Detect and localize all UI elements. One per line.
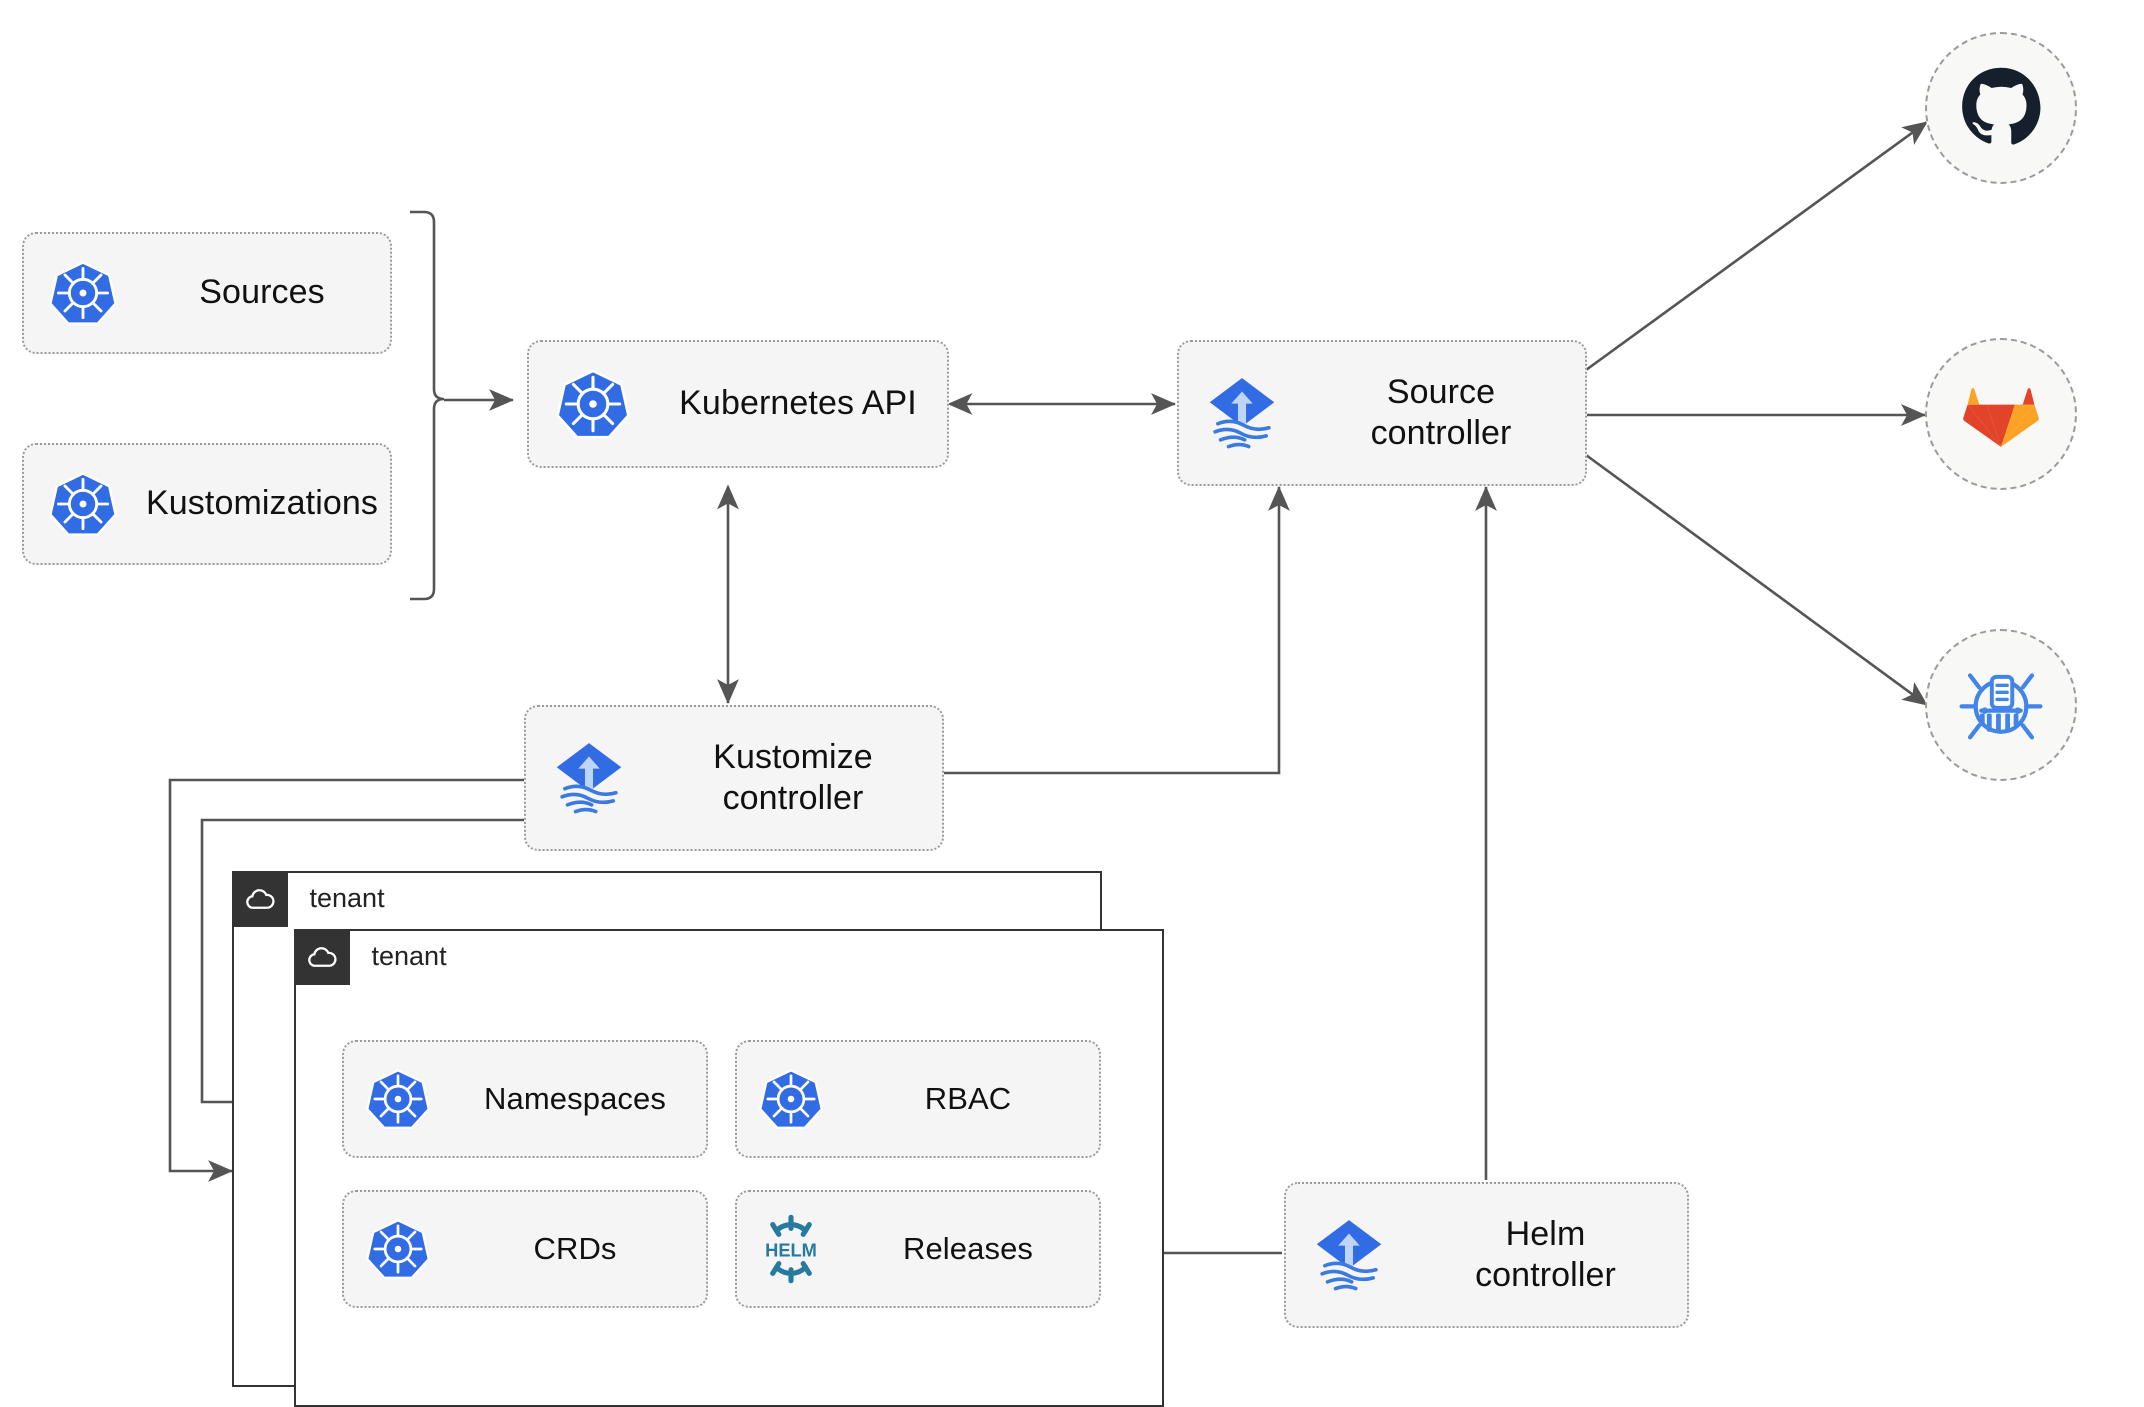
kubernetes-icon: [344, 1066, 452, 1132]
node-label: Kustomize controller: [713, 737, 873, 817]
endpoint-github[interactable]: [1925, 32, 2077, 184]
flux-icon: [1179, 370, 1305, 456]
node-kustomize-controller[interactable]: Kustomize controller: [524, 705, 944, 851]
node-releases[interactable]: HELM Releases: [735, 1190, 1101, 1308]
node-label: Namespaces: [484, 1081, 666, 1117]
node-sources[interactable]: Sources: [22, 232, 392, 354]
node-helm-controller[interactable]: Helm controller: [1284, 1182, 1689, 1328]
kubernetes-icon: [24, 258, 142, 328]
node-crds[interactable]: CRDs: [342, 1190, 708, 1308]
node-label: Source controller: [1370, 372, 1512, 452]
harbor-icon: [1959, 673, 2043, 740]
node-label: CRDs: [533, 1231, 617, 1267]
tenant-label: tenant: [371, 941, 447, 971]
edge-kustomizectl-to-sourcectl: [944, 485, 1290, 775]
kubernetes-icon: [344, 1216, 452, 1282]
node-label: Helm controller: [1475, 1214, 1616, 1294]
github-icon: [1962, 67, 2041, 145]
node-label: Releases: [902, 1231, 1034, 1267]
cloud-icon: [293, 928, 350, 985]
kubernetes-icon: [24, 469, 142, 539]
node-label: Sources: [199, 273, 325, 312]
kubernetes-icon: [529, 366, 657, 442]
endpoint-gitlab[interactable]: [1925, 338, 2077, 490]
flux-icon: [526, 735, 652, 821]
node-namespaces[interactable]: Namespaces: [342, 1040, 708, 1158]
kubernetes-icon: [737, 1066, 845, 1132]
node-kubernetes-api[interactable]: Kubernetes API: [527, 340, 949, 468]
edge-sourcectl-to-github: [1585, 120, 1928, 372]
helm-icon: HELM: [737, 1210, 845, 1288]
endpoint-harbor[interactable]: [1925, 629, 2077, 781]
tenant-header: tenant: [293, 928, 447, 985]
cloud-icon: [231, 870, 288, 927]
tenant-label: tenant: [309, 883, 385, 913]
node-label: Kustomizations: [146, 484, 378, 523]
node-kustomizations[interactable]: Kustomizations: [22, 443, 392, 565]
tenant-header: tenant: [231, 870, 385, 927]
svg-text:HELM: HELM: [765, 1239, 817, 1260]
edge-sourcectl-to-harbor: [1585, 453, 1928, 707]
node-rbac[interactable]: RBAC: [735, 1040, 1101, 1158]
node-source-controller[interactable]: Source controller: [1177, 340, 1587, 486]
edge-sources-brace: [410, 210, 445, 601]
gitlab-icon: [1963, 388, 2039, 447]
node-label: RBAC: [924, 1081, 1012, 1117]
tenant-container-inner: tenant: [293, 928, 1164, 1407]
flux-icon: [1286, 1212, 1412, 1298]
node-label: Kubernetes API: [679, 384, 917, 423]
